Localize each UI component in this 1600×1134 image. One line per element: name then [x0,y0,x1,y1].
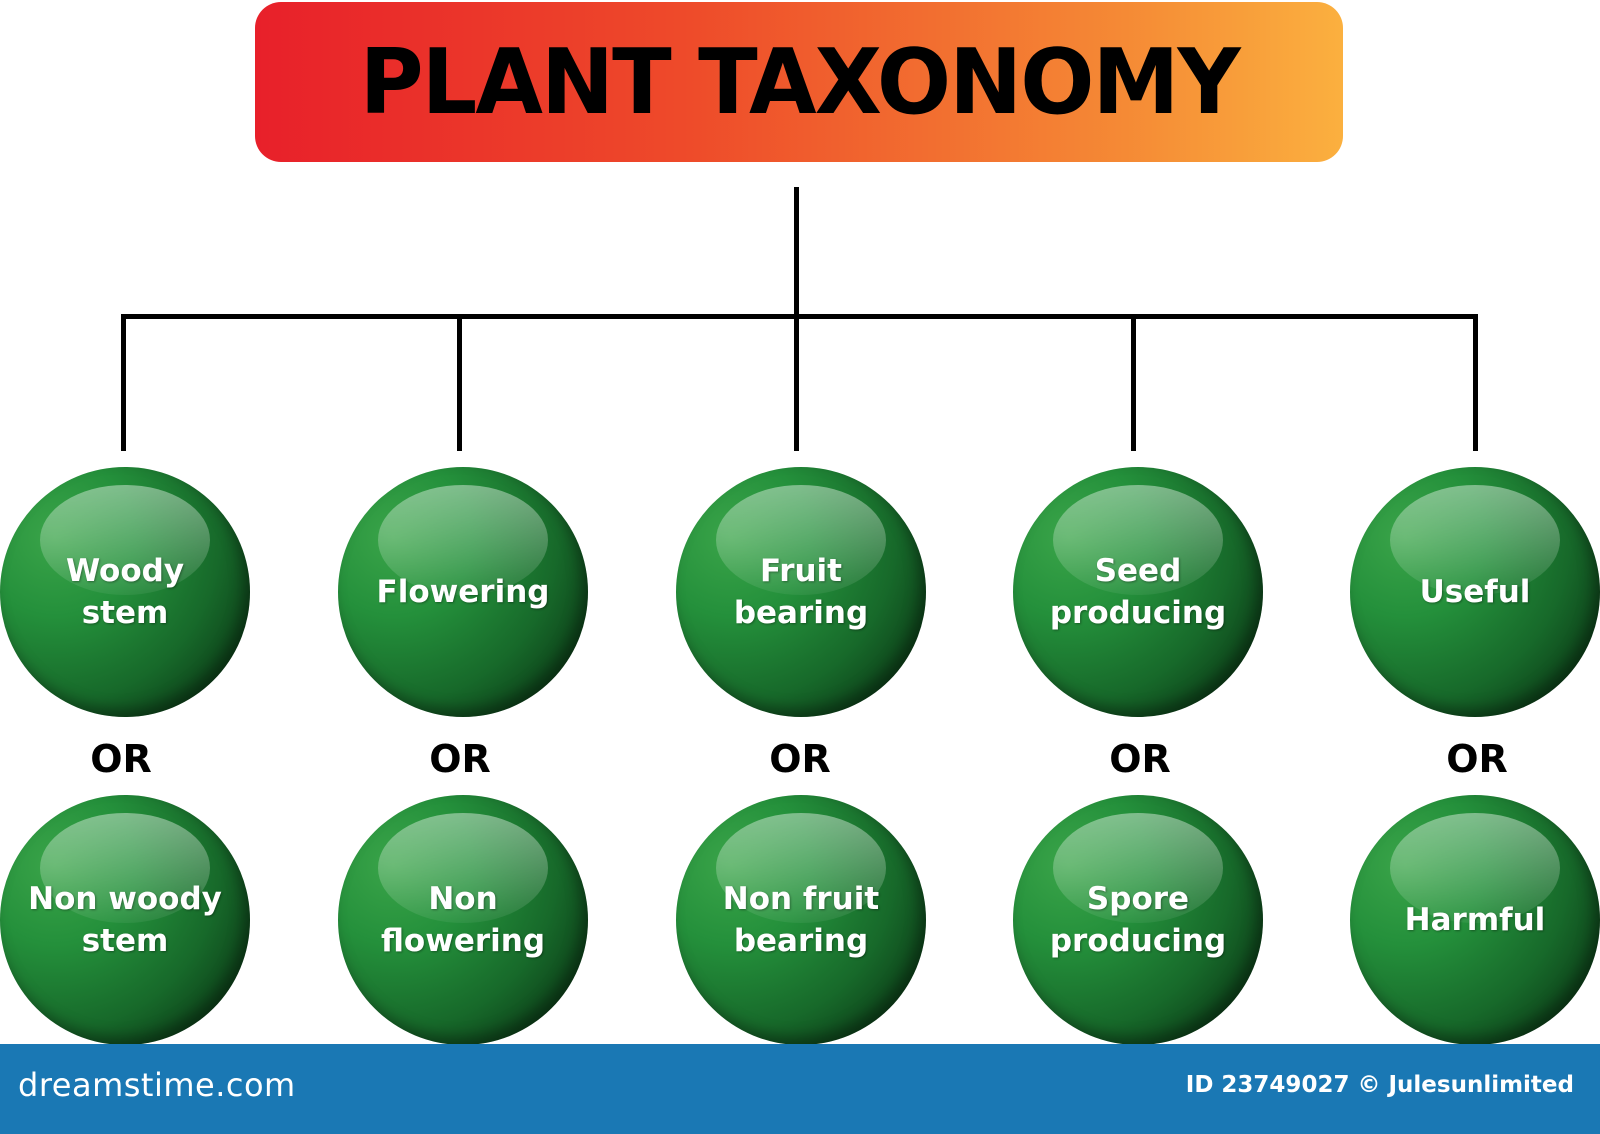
or-label: OR [429,737,491,781]
node-useful: Useful [1350,467,1600,717]
trunk-line [794,187,799,451]
node-label: Non fruit bearing [722,881,880,959]
node-non-fruit-bearing: Non fruit bearing [676,795,926,1045]
diagram-title: PLANT TAXONOMY [359,29,1240,135]
node-flowering: Flowering [338,467,588,717]
horizontal-bar-line [121,314,1478,319]
node-label: Fruit bearing [733,553,869,631]
node-label: Spore producing [1049,881,1227,959]
node-label: Useful [1419,574,1531,610]
node-woody-stem: Woody stem [0,467,250,717]
footer-site-link[interactable]: dreamstime.com [18,1066,296,1104]
branch-line-2 [457,314,462,451]
node-label: Woody stem [65,553,185,631]
node-label: Non woody stem [28,881,222,959]
branch-line-5 [1473,314,1478,451]
node-harmful: Harmful [1350,795,1600,1045]
footer-bar: dreamstime.com ID 23749027 © Julesunlimi… [0,1044,1600,1134]
or-label: OR [1446,737,1508,781]
title-banner: PLANT TAXONOMY [255,2,1343,162]
node-fruit-bearing: Fruit bearing [676,467,926,717]
node-spore-producing: Spore producing [1013,795,1263,1045]
branch-line-1 [121,314,126,451]
node-label: Harmful [1404,902,1546,938]
or-label: OR [1109,737,1171,781]
footer-credit: ID 23749027 © Julesunlimited [1185,1072,1574,1098]
or-label: OR [769,737,831,781]
branch-line-4 [1131,314,1136,451]
or-label: OR [90,737,152,781]
node-seed-producing: Seed producing [1013,467,1263,717]
node-non-woody-stem: Non woody stem [0,795,250,1045]
node-non-flowering: Non flowering [338,795,588,1045]
node-label: Non flowering [380,881,546,959]
node-label: Flowering [376,574,550,610]
node-label: Seed producing [1049,553,1227,631]
